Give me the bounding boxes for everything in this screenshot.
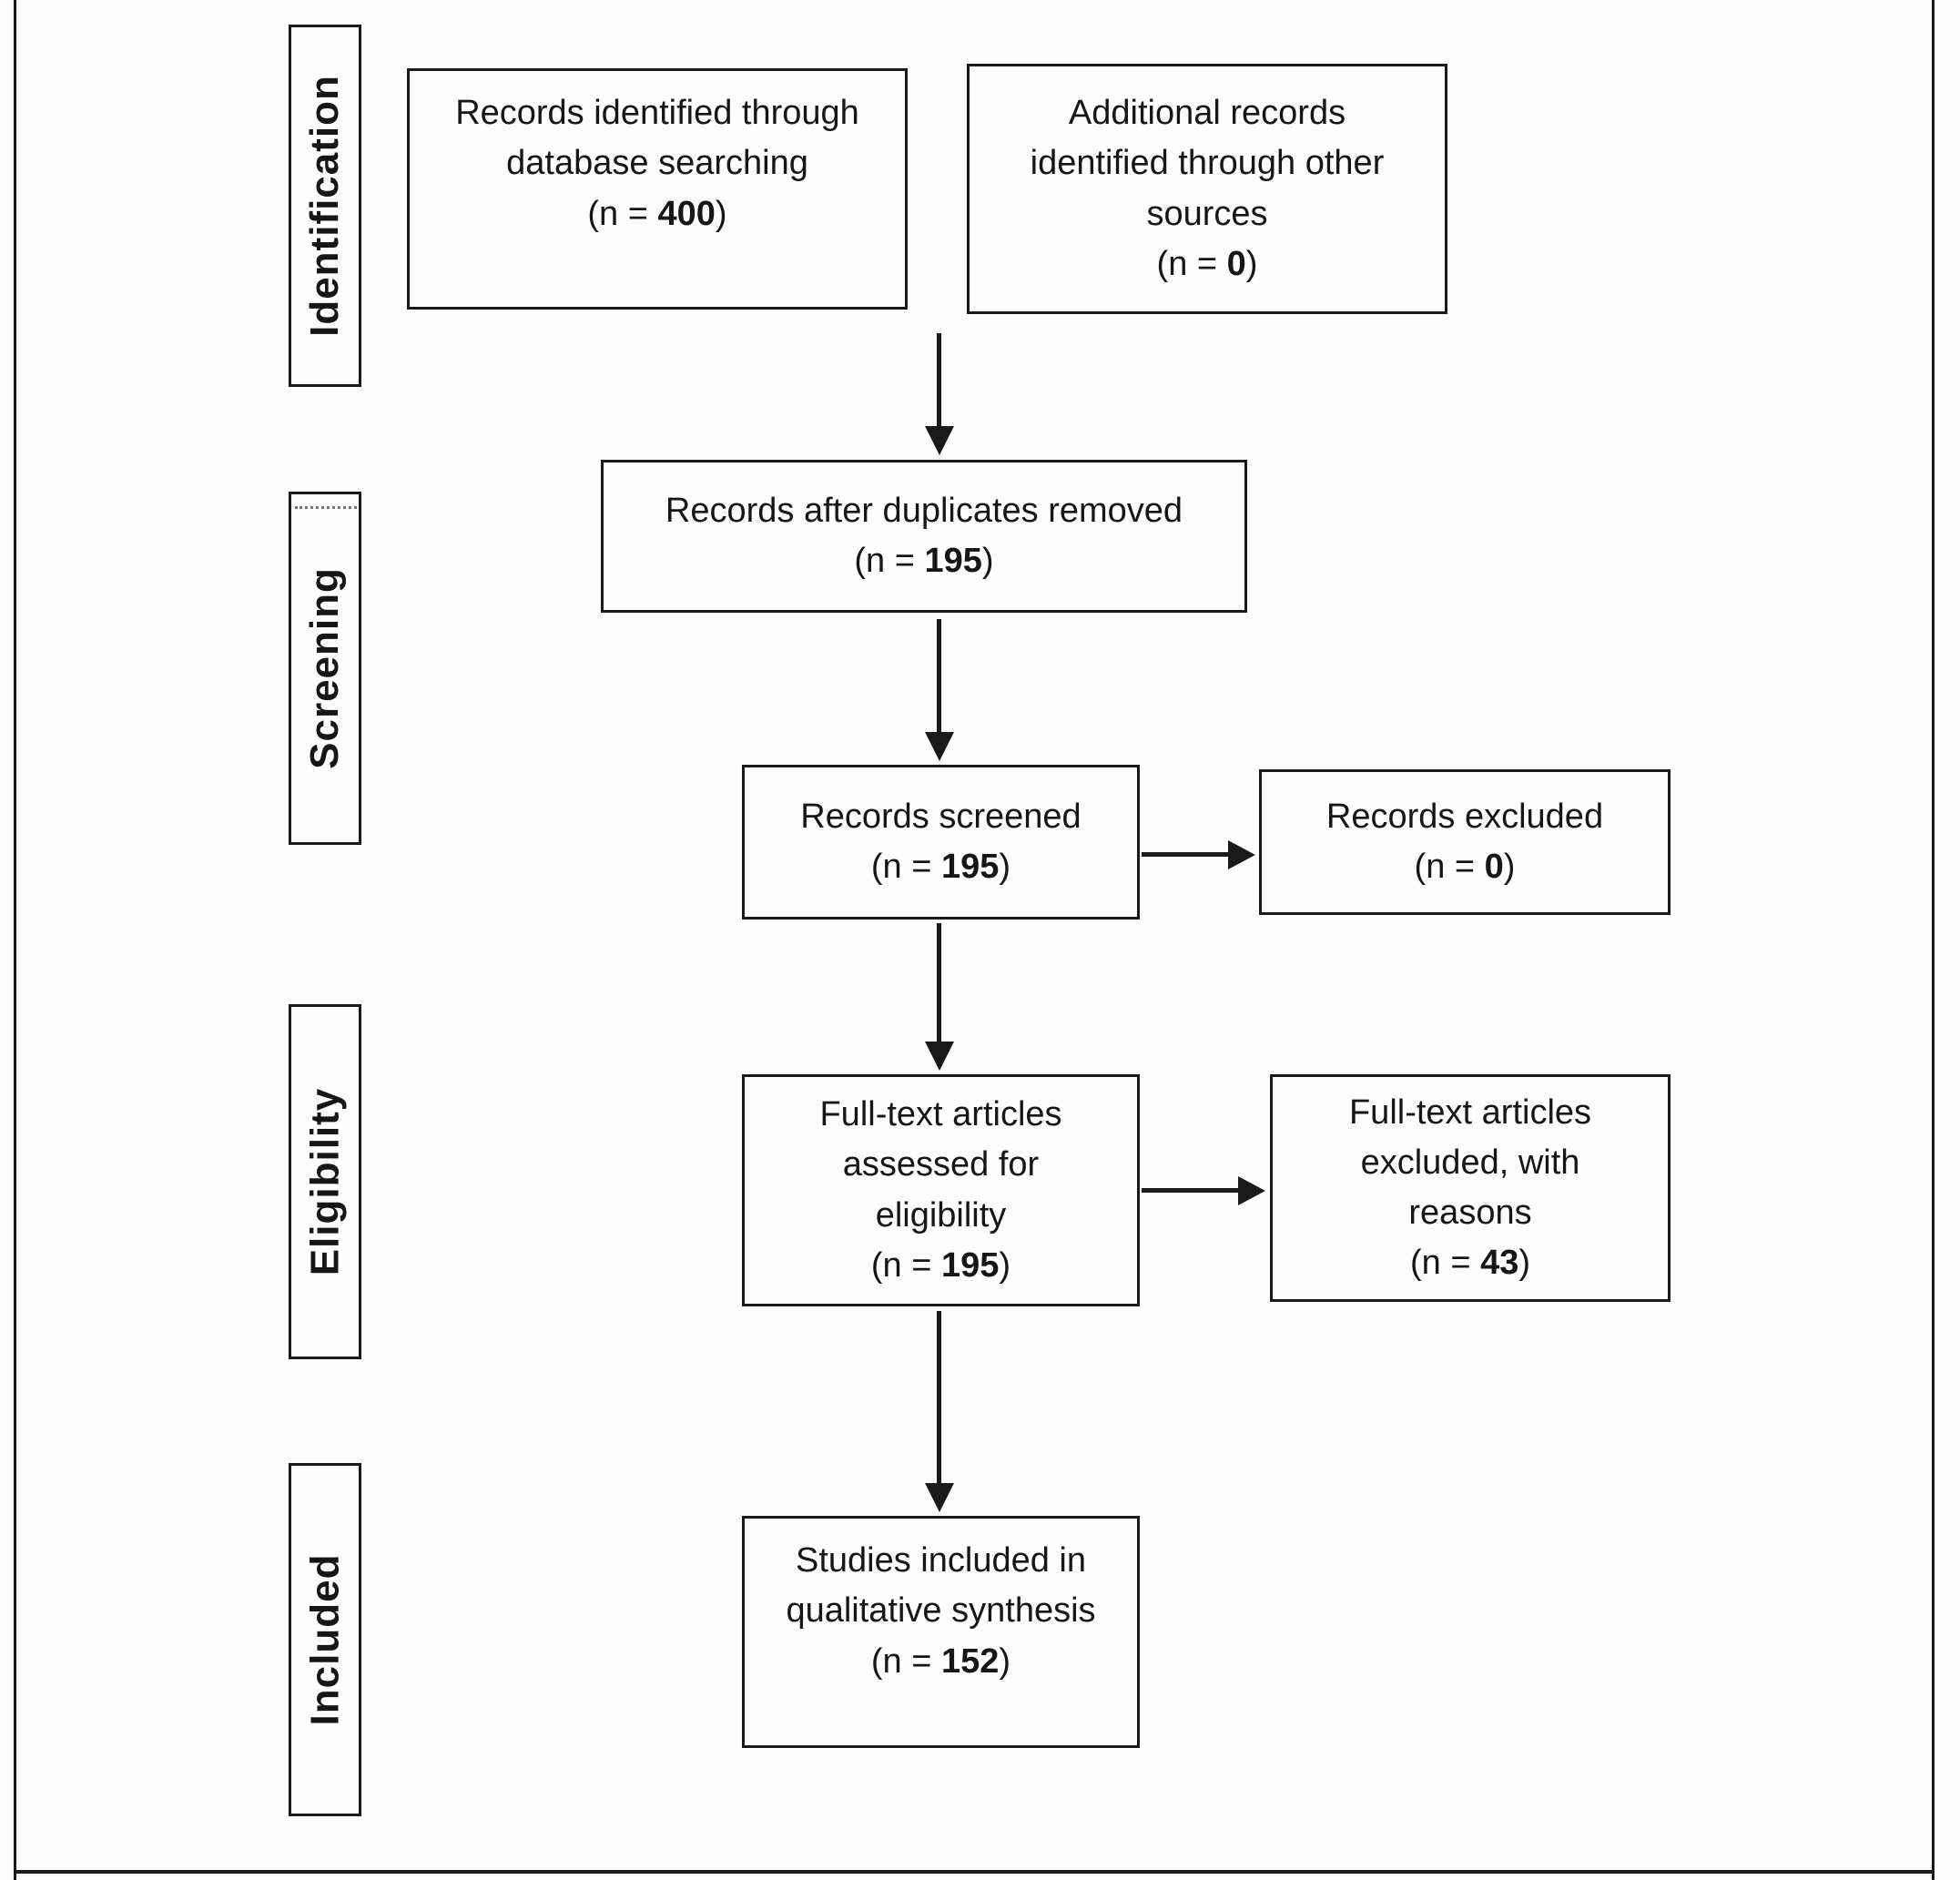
box-text-line: excluded, with — [1360, 1143, 1580, 1182]
figure-frame-bottom — [14, 1870, 1935, 1874]
arrow-screened-to-fulltext — [937, 923, 941, 1042]
arrow-fulltext-to-excluded — [1142, 1188, 1239, 1193]
n-value: 152 — [941, 1641, 1000, 1681]
figure-frame-left — [14, 0, 16, 1880]
box-text-line: Additional records — [1068, 94, 1346, 133]
stage-label-text: Screening — [302, 567, 347, 769]
box-n-count: (n = 400) — [587, 194, 727, 233]
box-text-line: Full-text articles — [1348, 1092, 1592, 1132]
stage-label-included: Included — [289, 1463, 361, 1816]
arrow-screened-to-excluded — [1142, 852, 1229, 857]
arrow-duplicates-to-screened — [937, 619, 941, 733]
n-value: 195 — [941, 848, 1000, 886]
box-records-identified: Records identified through database sear… — [407, 68, 908, 310]
stage-label-text: Included — [302, 1553, 347, 1726]
box-n-count: (n = 195) — [870, 1245, 1011, 1285]
figure-frame-right — [1932, 0, 1935, 1880]
box-records-excluded: Records excluded (n = 0) — [1259, 769, 1671, 915]
stage-label-text: Eligibility — [302, 1087, 348, 1276]
box-text-line: Records excluded — [1325, 797, 1604, 836]
box-fulltext-excluded: Full-text articles excluded, with reason… — [1270, 1074, 1671, 1302]
box-text-line: Records after duplicates removed — [665, 491, 1183, 530]
arrow-identification-to-duplicates — [937, 333, 941, 427]
box-text-line: reasons — [1408, 1194, 1532, 1232]
stage-label-screening: Screening — [289, 492, 361, 845]
n-value: 0 — [1226, 244, 1246, 283]
n-value: 195 — [941, 1245, 1000, 1285]
stage-label-identification: Identification — [289, 25, 361, 387]
box-additional-records: Additional records identified through ot… — [967, 64, 1447, 314]
stage-label-eligibility: Eligibility — [289, 1004, 361, 1359]
box-text-line: Studies included in — [796, 1541, 1086, 1580]
box-text-line: assessed for — [842, 1145, 1040, 1184]
box-text-line: sources — [1146, 194, 1268, 233]
box-text-line: Full-text articles — [819, 1095, 1062, 1134]
box-records-after-duplicates: Records after duplicates removed (n = 19… — [601, 460, 1247, 613]
n-value: 195 — [924, 542, 982, 580]
box-n-count: (n = 0) — [1414, 848, 1516, 886]
box-text-line: database searching — [506, 144, 808, 183]
box-text-line: Records screened — [800, 797, 1082, 836]
box-fulltext-assessed: Full-text articles assessed for eligibil… — [742, 1074, 1140, 1306]
box-n-count: (n = 195) — [870, 848, 1011, 886]
box-n-count: (n = 152) — [870, 1641, 1011, 1681]
box-text-line: qualitative synthesis — [786, 1591, 1096, 1631]
n-value: 400 — [657, 194, 716, 233]
box-text-line: eligibility — [875, 1195, 1007, 1235]
box-text-line: identified through other — [1030, 144, 1385, 183]
box-records-screened: Records screened (n = 195) — [742, 765, 1140, 920]
stage-label-text: Identification — [302, 75, 347, 337]
n-value: 0 — [1484, 848, 1504, 886]
box-studies-included: Studies included in qualitative synthesi… — [742, 1516, 1140, 1748]
box-n-count: (n = 43) — [1409, 1244, 1531, 1283]
box-n-count: (n = 195) — [854, 542, 994, 580]
scan-artifact-dotted-line — [295, 506, 357, 509]
arrow-fulltext-to-included — [937, 1311, 941, 1484]
n-value: 43 — [1480, 1244, 1519, 1283]
box-n-count: (n = 0) — [1156, 244, 1258, 283]
box-text-line: Records identified through — [455, 94, 859, 133]
